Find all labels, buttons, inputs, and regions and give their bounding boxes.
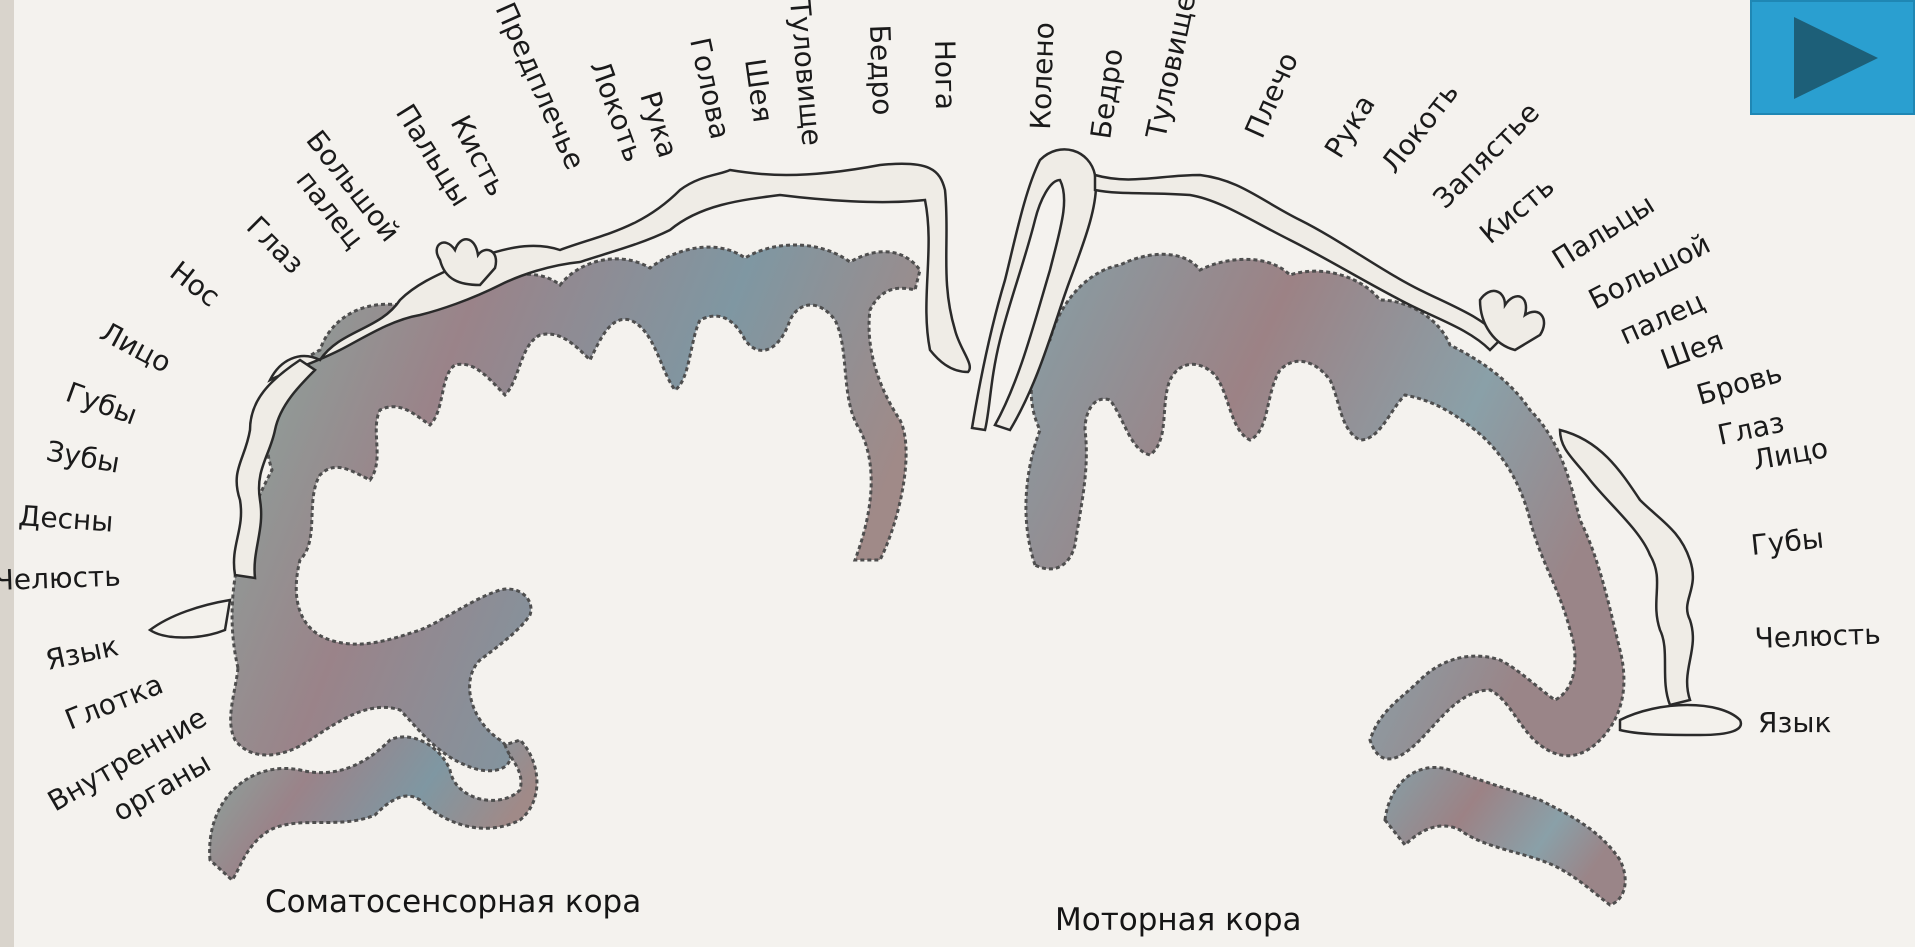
next-slide-button[interactable] [1750, 0, 1915, 115]
label-face: Лицо [95, 315, 177, 380]
motor-tongue [1620, 705, 1741, 735]
label-lips: Губы [62, 376, 142, 432]
label-motor-elbow: Локоть [1375, 76, 1466, 179]
somatosensory-labels: Предплечье Локоть Рука Голова Шея Тулови… [0, 0, 962, 828]
somatosensory-cortex-label: Соматосенсорная кора [265, 884, 641, 920]
label-motor-jaw: Челюсть [1754, 618, 1881, 655]
label-jaw: Челюсть [0, 560, 121, 597]
label-hip: Бедро [863, 24, 899, 116]
label-neck: Шея [738, 56, 780, 124]
label-motor-hand: Кисть [1473, 170, 1560, 251]
label-forearm: Предплечье [489, 0, 592, 174]
play-triangle-icon [1794, 17, 1878, 99]
label-head: Голова [683, 35, 737, 143]
sensory-tongue [150, 600, 230, 638]
label-knee: Колено [1024, 22, 1061, 131]
label-leg: Нога [928, 40, 962, 111]
label-shoulder: Плечо [1238, 47, 1305, 143]
label-brow: Бровь [1693, 356, 1786, 412]
label-motor-lips: Губы [1749, 522, 1825, 562]
label-tongue: Язык [43, 629, 122, 677]
label-teeth: Зубы [44, 434, 123, 479]
left-scan-edge [0, 0, 14, 947]
label-motor-tongue: Язык [1758, 706, 1831, 739]
label-motor-trunk: Туловище [1139, 0, 1202, 142]
motor-cortex-label: Моторная кора [1055, 902, 1302, 938]
motor-cortex-lower-gyrus [1385, 767, 1625, 905]
label-nose: Нос [164, 255, 227, 314]
label-motor-arm: Рука [1318, 89, 1382, 164]
label-eye: Глаз [240, 210, 311, 281]
label-motor-hip: Бедро [1084, 47, 1129, 141]
label-trunk: Туловище [783, 0, 829, 147]
somatosensory-cortex-shape [231, 245, 920, 771]
label-gums: Десны [18, 499, 115, 539]
